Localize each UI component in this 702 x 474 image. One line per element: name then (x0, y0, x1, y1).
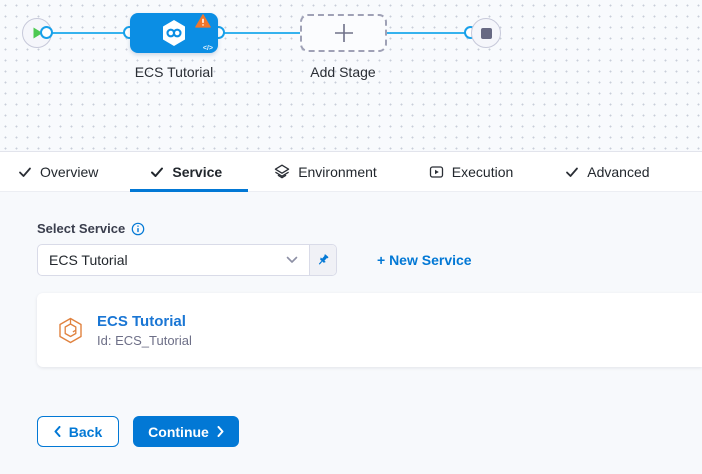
pipeline-canvas: </> ECS Tutorial Add Stage (0, 0, 702, 152)
service-card[interactable]: ECS Tutorial Id: ECS_Tutorial (37, 293, 702, 367)
pin-icon (316, 253, 330, 267)
stage-config-tabbar: Overview Service Environment (0, 152, 702, 192)
pipeline-end-node (471, 18, 501, 48)
ecs-service-hexagon-icon (58, 317, 83, 344)
play-box-icon (429, 165, 444, 179)
back-button[interactable]: Back (37, 416, 119, 447)
code-icon: </> (202, 45, 213, 52)
active-tab-underline (130, 189, 249, 192)
plus-icon (333, 22, 355, 44)
tab-label: Overview (40, 163, 99, 180)
service-card-id: Id: ECS_Tutorial (97, 332, 192, 348)
check-icon (150, 165, 164, 179)
tab-advanced[interactable]: Advanced (565, 152, 650, 191)
add-stage-button[interactable] (300, 14, 387, 52)
add-stage-label: Add Stage (310, 64, 376, 80)
continue-button-label: Continue (148, 423, 209, 440)
tab-environment[interactable]: Environment (274, 152, 377, 191)
connector-dot (40, 26, 53, 39)
tab-execution[interactable]: Execution (429, 152, 513, 191)
back-button-label: Back (68, 423, 103, 440)
service-select-row: ECS Tutorial (37, 244, 702, 276)
chevron-down-icon (286, 256, 298, 264)
service-dropdown-value: ECS Tutorial (49, 252, 128, 268)
stage-node-ecs-tutorial[interactable]: </> (130, 13, 218, 53)
chevron-right-icon (217, 426, 224, 437)
check-icon (18, 165, 32, 179)
select-service-label: Select Service (37, 221, 126, 236)
service-card-title: ECS Tutorial (97, 312, 186, 330)
play-icon (32, 27, 43, 39)
select-service-label-row: Select Service (37, 192, 702, 236)
tab-label: Execution (451, 163, 514, 180)
tab-label: Service (172, 163, 223, 180)
cd-hexagon-infinity-icon (160, 18, 188, 48)
service-dropdown: ECS Tutorial (37, 244, 337, 276)
info-icon[interactable] (131, 222, 145, 236)
pin-service-button[interactable] (309, 245, 336, 275)
stage-node-label: ECS Tutorial (134, 64, 214, 80)
new-service-link[interactable]: + New Service (377, 252, 472, 268)
tab-overview[interactable]: Overview (18, 152, 98, 191)
pipeline-connector-line (47, 32, 471, 34)
chevron-left-icon (54, 426, 61, 437)
check-icon (565, 165, 579, 179)
service-dropdown-field[interactable]: ECS Tutorial (38, 245, 309, 275)
stop-icon (480, 27, 492, 39)
continue-button[interactable]: Continue (133, 416, 239, 447)
service-card-text: ECS Tutorial Id: ECS_Tutorial (97, 313, 192, 348)
tab-label: Environment (298, 163, 377, 180)
footer-buttons: Back Continue (37, 416, 702, 447)
warning-triangle-icon (195, 14, 211, 28)
layers-icon (274, 164, 290, 180)
tab-label: Advanced (587, 163, 650, 180)
tab-service[interactable]: Service (130, 152, 249, 192)
service-tab-content: Select Service ECS Tutorial (0, 192, 702, 474)
